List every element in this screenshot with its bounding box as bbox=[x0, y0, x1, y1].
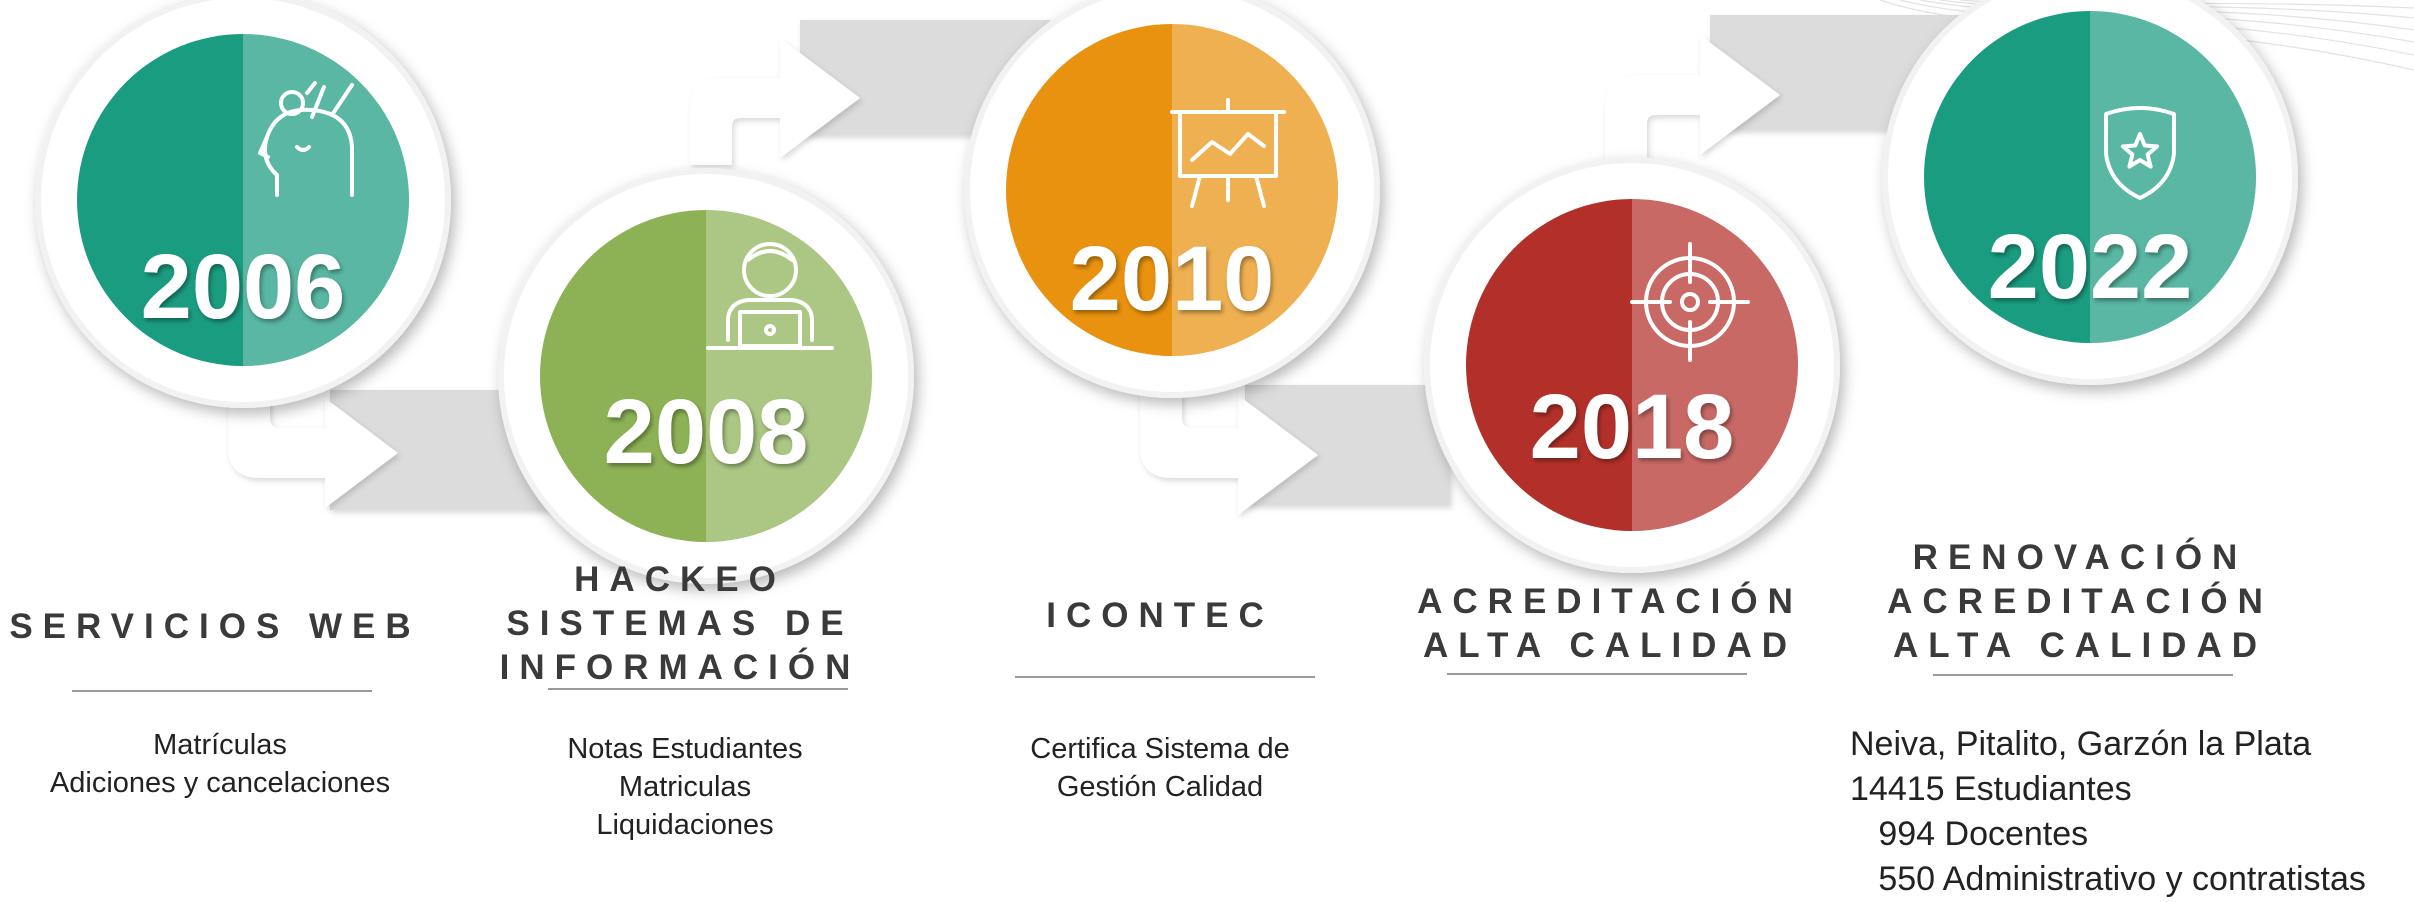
title-underline bbox=[548, 688, 848, 690]
title-underline bbox=[72, 690, 372, 692]
milestone-desc-2010: Certifica Sistema de Gestión Calidad bbox=[960, 730, 1360, 806]
milestone-title-2018: ACREDITACIÓN ALTA CALIDAD bbox=[1400, 580, 1820, 668]
desc-line: Liquidaciones bbox=[596, 809, 774, 841]
milestone-title-2022: RENOVACIÓN ACREDITACIÓN ALTA CALIDAD bbox=[1870, 536, 2290, 668]
milestone-disc bbox=[540, 210, 872, 542]
year-label: 2010 bbox=[1070, 228, 1275, 330]
title-underline bbox=[1933, 674, 2233, 676]
desc-line: Certifica Sistema de bbox=[1030, 733, 1290, 765]
milestone-2010: 2010 bbox=[964, 0, 1380, 398]
title-line: ALTA CALIDAD bbox=[1892, 626, 2268, 665]
shield-star-icon bbox=[2104, 106, 2176, 200]
year-label: 2018 bbox=[1530, 376, 1735, 478]
milestone-2006: 2006 bbox=[35, 0, 451, 408]
title-underline bbox=[1015, 676, 1315, 678]
desc-line: Gestión Calidad bbox=[1056, 771, 1264, 803]
desc-line: Neiva, Pitalito, Garzón la Plata bbox=[1850, 725, 2312, 763]
year-label: 2008 bbox=[604, 381, 809, 483]
title-underline bbox=[1447, 673, 1747, 675]
title-line: ACREDITACIÓN bbox=[1887, 582, 2273, 621]
milestone-title-2008: HACKEO SISTEMAS DE INFORMACIÓN bbox=[470, 558, 890, 690]
head-ideas-icon bbox=[258, 81, 354, 197]
milestone-2022: 2022 bbox=[1882, 0, 2298, 385]
title-line: HACKEO bbox=[574, 560, 786, 599]
title-line: ALTA CALIDAD bbox=[1422, 626, 1798, 665]
desc-line: 994 Docentes bbox=[1850, 815, 2089, 853]
milestone-desc-2022: Neiva, Pitalito, Garzón la Plata 14415 E… bbox=[1850, 722, 2410, 902]
desc-line: Notas Estudiantes bbox=[567, 733, 803, 765]
title-line: ACREDITACIÓN bbox=[1417, 582, 1803, 621]
connector-arrows bbox=[228, 35, 1780, 515]
milestone-disc bbox=[1924, 11, 2256, 343]
milestone-title-2006: SERVICIOS WEB bbox=[0, 605, 430, 649]
desc-line: Matriculas bbox=[618, 771, 752, 803]
title-line: ICONTEC bbox=[1046, 596, 1274, 635]
title-line: SISTEMAS DE bbox=[506, 604, 854, 643]
milestone-disc bbox=[77, 34, 409, 366]
milestone-2008: 2008 bbox=[498, 168, 914, 584]
milestone-desc-2008: Notas Estudiantes Matriculas Liquidacion… bbox=[480, 730, 890, 844]
target-icon bbox=[1630, 242, 1750, 362]
chart-board-icon bbox=[1170, 98, 1286, 208]
desc-line: 14415 Estudiantes bbox=[1850, 770, 2132, 808]
desc-line: Adiciones y cancelaciones bbox=[49, 767, 391, 799]
year-label: 2006 bbox=[141, 236, 346, 338]
person-laptop-icon bbox=[706, 242, 834, 350]
title-line: SERVICIOS WEB bbox=[9, 607, 421, 646]
milestone-disc bbox=[1006, 24, 1338, 356]
year-label: 2022 bbox=[1988, 216, 2193, 318]
desc-line: 550 Administrativo y contratistas bbox=[1850, 860, 2366, 898]
desc-line: Matrículas bbox=[153, 729, 287, 761]
milestone-desc-2006: Matrículas Adiciones y cancelaciones bbox=[0, 726, 440, 802]
milestone-2018: 2018 bbox=[1424, 157, 1840, 573]
milestone-title-2010: ICONTEC bbox=[950, 594, 1370, 638]
title-line: RENOVACIÓN bbox=[1912, 538, 2248, 577]
title-line: INFORMACIÓN bbox=[499, 648, 861, 687]
milestone-disc bbox=[1466, 199, 1798, 531]
